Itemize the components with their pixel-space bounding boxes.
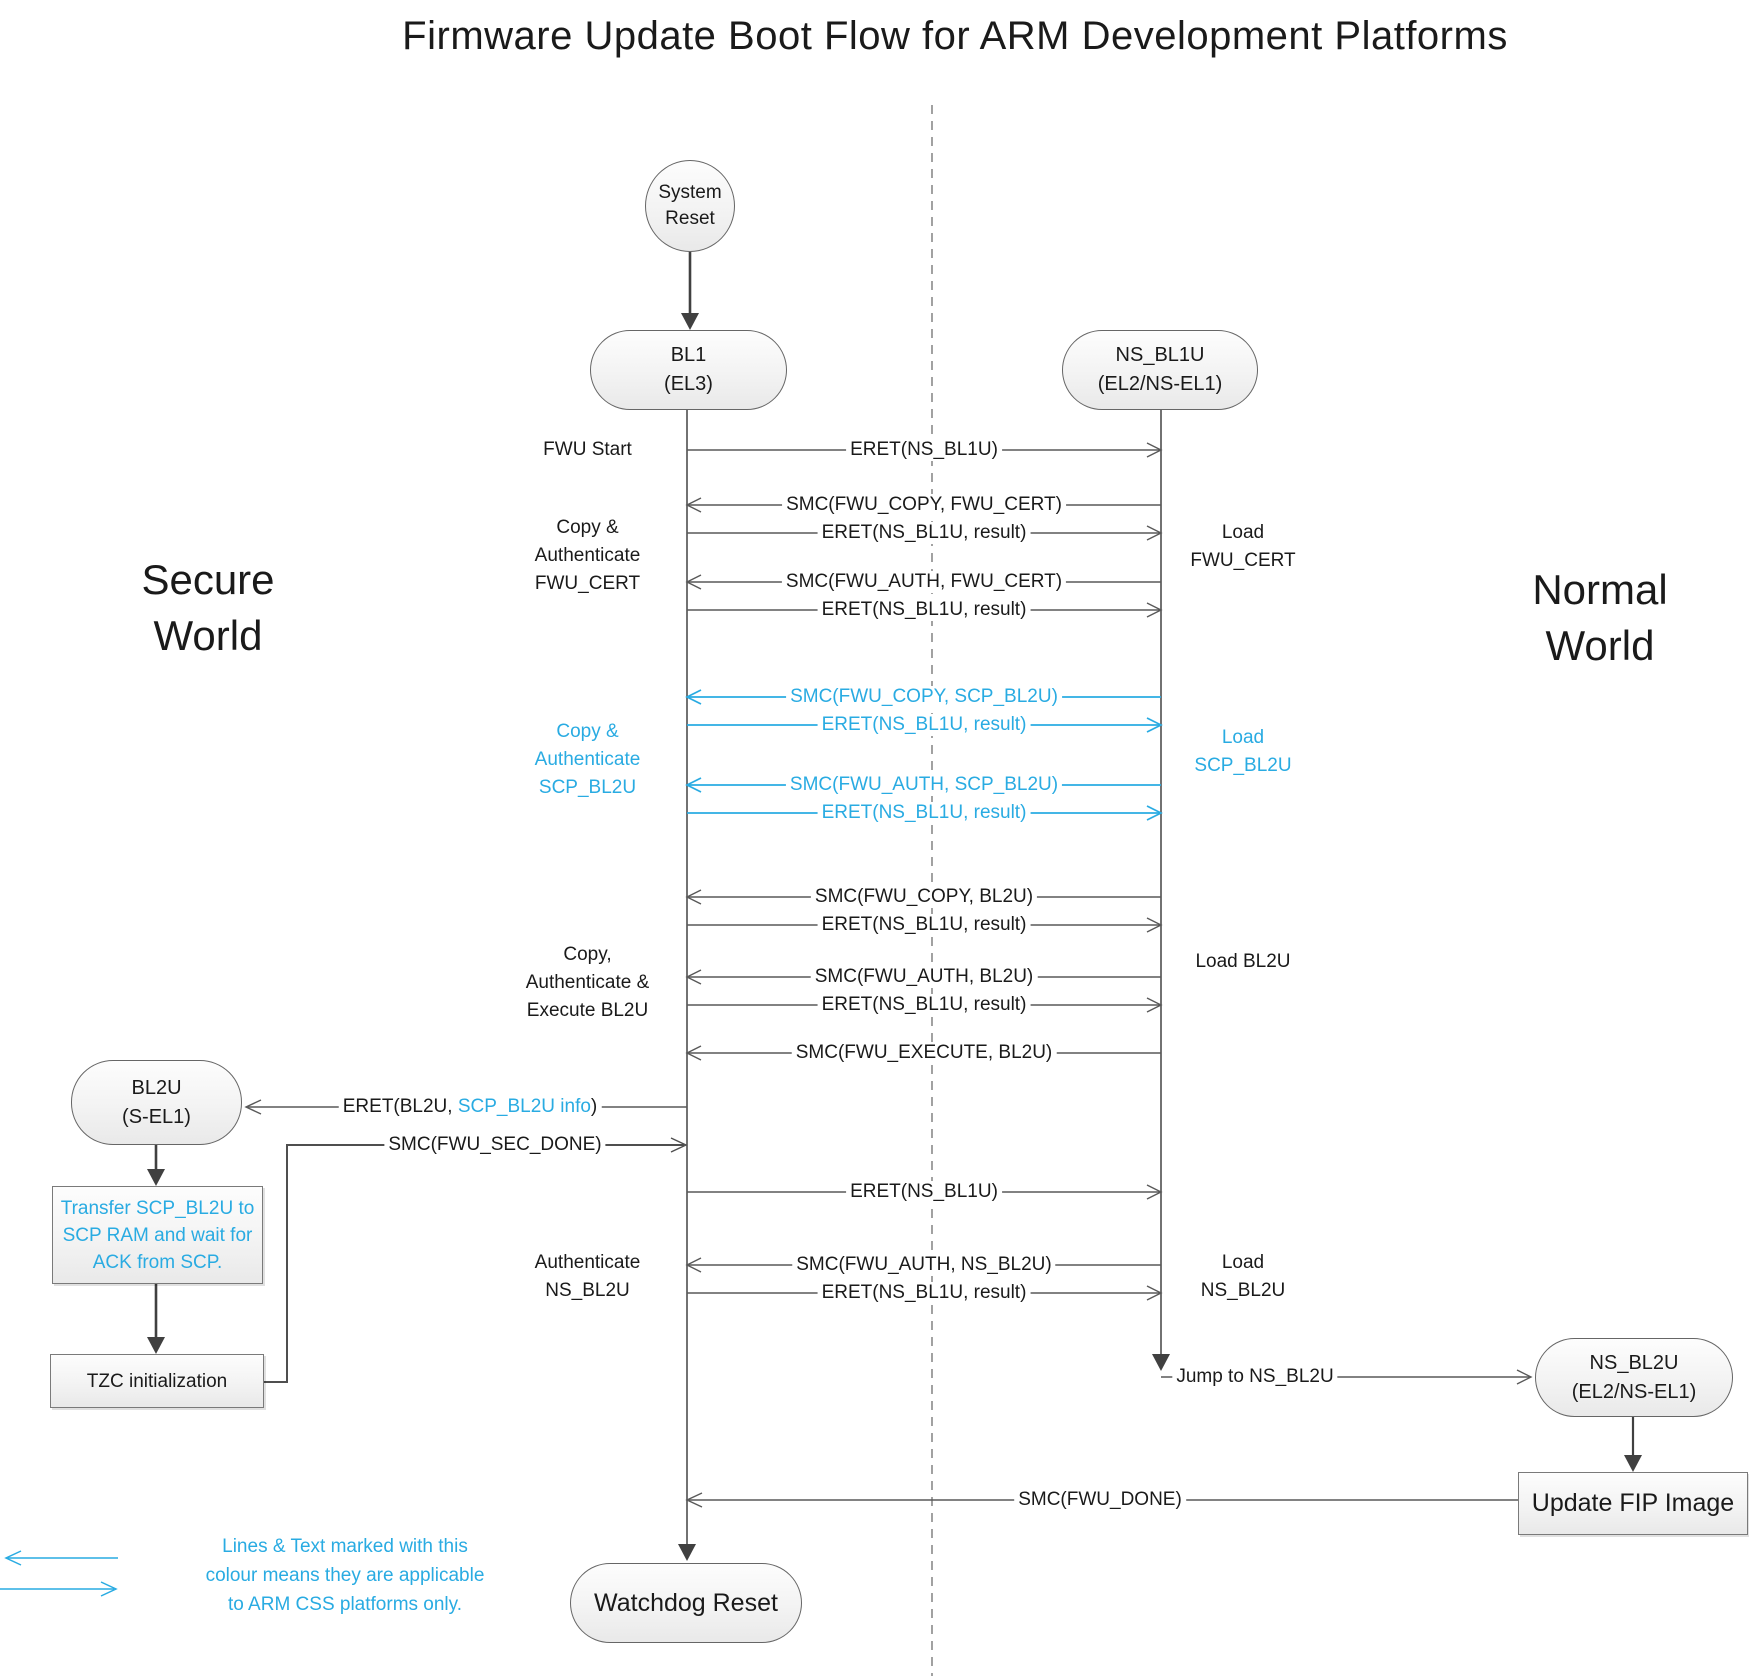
message-label: SMC(FWU_COPY, SCP_BL2U) <box>786 686 1062 708</box>
message-label-jump-ns-bl2u: Jump to NS_BL2U <box>1172 1366 1338 1388</box>
node-watchdog-reset: Watchdog Reset <box>570 1563 802 1643</box>
node-transfer-scp: Transfer SCP_BL2U to SCP RAM and wait fo… <box>52 1186 263 1284</box>
label-load-ns-bl2u: Load NS_BL2U <box>1200 1252 1286 1301</box>
message-label: ERET(NS_BL1U, result) <box>817 714 1031 736</box>
message-label: ERET(NS_BL1U) <box>846 439 1002 461</box>
node-tzc-init: TZC initialization <box>50 1354 264 1408</box>
label-copy-auth-fwu-cert: Copy & Authenticate FWU_CERT <box>534 517 641 594</box>
secure-world-label: Secure World <box>141 556 275 659</box>
message-label: SMC(FWU_AUTH, NS_BL2U) <box>792 1254 1056 1276</box>
arrowhead-tzc <box>147 1337 165 1354</box>
legend-arrows <box>0 1550 118 1597</box>
eret-bl2u-part3: ) <box>590 1096 598 1117</box>
node-bl2u: BL2U (S-EL1) <box>71 1060 242 1145</box>
message-label: ERET(NS_BL1U, result) <box>817 994 1031 1016</box>
message-label: SMC(FWU_EXECUTE, BL2U) <box>791 1042 1057 1064</box>
arrowhead-nsbl1u-end <box>1152 1354 1170 1371</box>
node-ns-bl1u: NS_BL1U (EL2/NS-EL1) <box>1062 330 1258 410</box>
label-load-fwu-cert: Load FWU_CERT <box>1190 522 1296 571</box>
node-ns-bl2u: NS_BL2U (EL2/NS-EL1) <box>1535 1338 1733 1417</box>
message-label: SMC(FWU_COPY, BL2U) <box>810 886 1038 908</box>
eret-bl2u-part1: ERET(BL2U, <box>342 1096 458 1117</box>
node-bl1: BL1 (EL3) <box>590 330 787 410</box>
message-label-smc-done: SMC(FWU_DONE) <box>1014 1489 1186 1511</box>
normal-world-label: Normal World <box>1532 566 1668 669</box>
arrowhead-fip <box>1624 1455 1642 1472</box>
arrowhead-bl1-to-watchdog <box>678 1544 696 1561</box>
label-auth-ns-bl2u: Authenticate NS_BL2U <box>534 1252 641 1301</box>
node-system-reset: System Reset <box>645 160 735 252</box>
message-label: ERET(NS_BL1U) <box>846 1181 1002 1203</box>
label-fwu-start: FWU Start <box>543 439 632 460</box>
message-label-smc-sec-done: SMC(FWU_SEC_DONE) <box>384 1134 606 1156</box>
label-load-bl2u: Load BL2U <box>1195 951 1291 972</box>
arrowhead-transfer <box>147 1169 165 1186</box>
label-copy-auth-exec-bl2u: Copy, Authenticate & Execute BL2U <box>525 944 650 1021</box>
node-update-fip: Update FIP Image <box>1518 1472 1748 1535</box>
message-label: ERET(NS_BL1U, result) <box>817 522 1031 544</box>
eret-bl2u-part2: SCP_BL2U info <box>457 1096 591 1117</box>
message-label: ERET(NS_BL1U, result) <box>817 914 1031 936</box>
message-label-eret-bl2u: ERET(BL2U, SCP_BL2U info) <box>338 1096 602 1118</box>
label-copy-auth-scp-bl2u: Copy & Authenticate SCP_BL2U <box>534 721 641 798</box>
cyan-message-arrows <box>685 689 1163 821</box>
message-label: ERET(NS_BL1U, result) <box>817 802 1031 824</box>
arrowhead-reset-to-bl1 <box>681 313 699 330</box>
message-label: ERET(NS_BL1U, result) <box>817 599 1031 621</box>
label-load-scp-bl2u: Load SCP_BL2U <box>1194 727 1292 776</box>
message-label: SMC(FWU_COPY, FWU_CERT) <box>782 494 1066 516</box>
message-label: SMC(FWU_AUTH, SCP_BL2U) <box>785 774 1063 796</box>
message-label: SMC(FWU_AUTH, BL2U) <box>810 966 1038 988</box>
message-label: SMC(FWU_AUTH, FWU_CERT) <box>781 571 1067 593</box>
page-title: Firmware Update Boot Flow for ARM Develo… <box>402 14 1508 58</box>
message-label: ERET(NS_BL1U, result) <box>817 1282 1031 1304</box>
legend-text: Lines & Text marked with this colour mea… <box>205 1536 485 1615</box>
